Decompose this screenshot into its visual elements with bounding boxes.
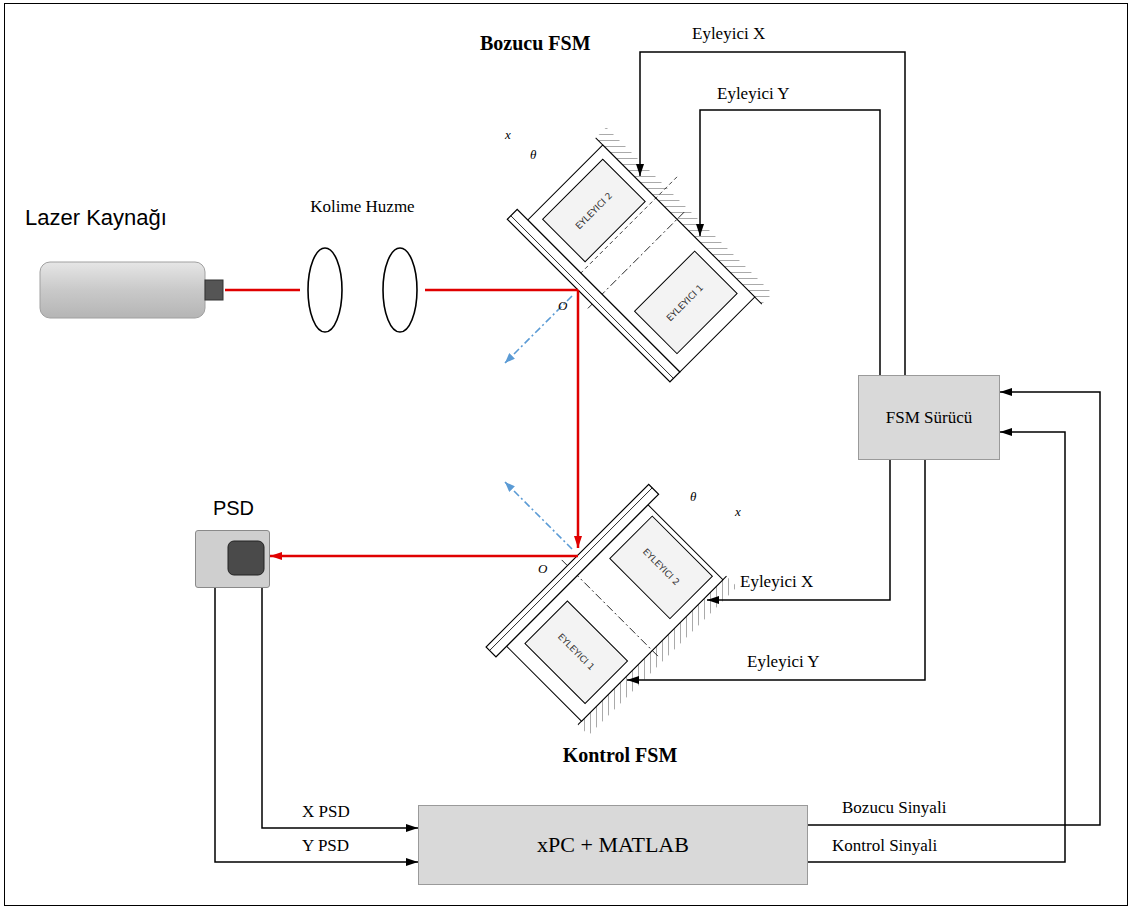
signal-label: Eyleyici X bbox=[690, 24, 767, 44]
axis-symbol: θ bbox=[530, 148, 536, 161]
signal-wire bbox=[627, 460, 925, 680]
laser-beam bbox=[270, 555, 578, 558]
axis-symbol: O bbox=[558, 299, 567, 312]
fsm-driver: FSM Sürücü bbox=[858, 375, 1000, 460]
axis-symbol: x bbox=[735, 505, 741, 518]
signal-label: X PSD bbox=[300, 802, 352, 822]
signal-label: Eyleyici Y bbox=[715, 84, 792, 104]
node-label: FSM Sürücü bbox=[886, 408, 972, 428]
signal-wire bbox=[808, 432, 1065, 862]
psd-sensor: PSD bbox=[195, 530, 270, 588]
actuator-label: EYLEYICI 1 bbox=[556, 632, 597, 673]
psd-window bbox=[195, 530, 270, 588]
signal-label: Bozucu Sinyali bbox=[840, 798, 948, 818]
axis-symbol: θ bbox=[690, 490, 696, 503]
signal-wire bbox=[700, 110, 880, 375]
actuator-label: EYLEYICI 2 bbox=[641, 547, 682, 588]
signal-wire bbox=[215, 588, 418, 862]
node-label: Kontrol FSM bbox=[540, 744, 700, 767]
control-fsm: Kontrol FSMEYLEYICI 2EYLEYICI 1 bbox=[480, 478, 735, 740]
frame-border bbox=[5, 4, 1128, 906]
lens bbox=[308, 248, 342, 332]
laser-beam bbox=[577, 290, 580, 548]
fsm-mirror-assembly bbox=[502, 113, 783, 394]
signal-label: Eyleyici Y bbox=[745, 652, 822, 672]
laser-body bbox=[40, 262, 205, 318]
laser-beam bbox=[225, 289, 300, 292]
signal-wire bbox=[707, 460, 890, 600]
actuator-label: EYLEYICI 2 bbox=[574, 191, 615, 232]
collimator-lens: Kolime Huzme bbox=[300, 195, 425, 335]
lens bbox=[383, 248, 417, 332]
node-label: Bozucu FSM bbox=[480, 32, 620, 55]
disturbance-fsm: Bozucu FSMEYLEYICI 2EYLEYICI 1 bbox=[505, 128, 760, 385]
axis-symbol: O bbox=[538, 562, 547, 575]
mirror-normal bbox=[505, 482, 572, 549]
axis-symbol: x bbox=[505, 128, 511, 141]
laser-source: Lazer Kaynağı bbox=[25, 205, 225, 325]
signal-wire bbox=[640, 52, 905, 375]
signal-label: Y PSD bbox=[300, 836, 351, 856]
signal-label: Eyleyici X bbox=[738, 572, 815, 592]
mirror-normal bbox=[505, 296, 572, 363]
laser-nozzle bbox=[205, 280, 223, 300]
fsm-mirror-assembly bbox=[480, 479, 744, 743]
signal-label: Kontrol Sinyali bbox=[830, 836, 939, 856]
node-label: Lazer Kaynağı bbox=[25, 205, 225, 230]
node-label: xPC + MATLAB bbox=[537, 832, 689, 857]
signal-wire bbox=[262, 588, 418, 828]
node-label: Kolime Huzme bbox=[280, 197, 445, 217]
actuator-label: EYLEYICI 1 bbox=[665, 283, 706, 324]
laser-beam bbox=[425, 289, 578, 292]
xpc-matlab: xPC + MATLAB bbox=[418, 805, 808, 885]
node-label: PSD bbox=[186, 497, 281, 520]
